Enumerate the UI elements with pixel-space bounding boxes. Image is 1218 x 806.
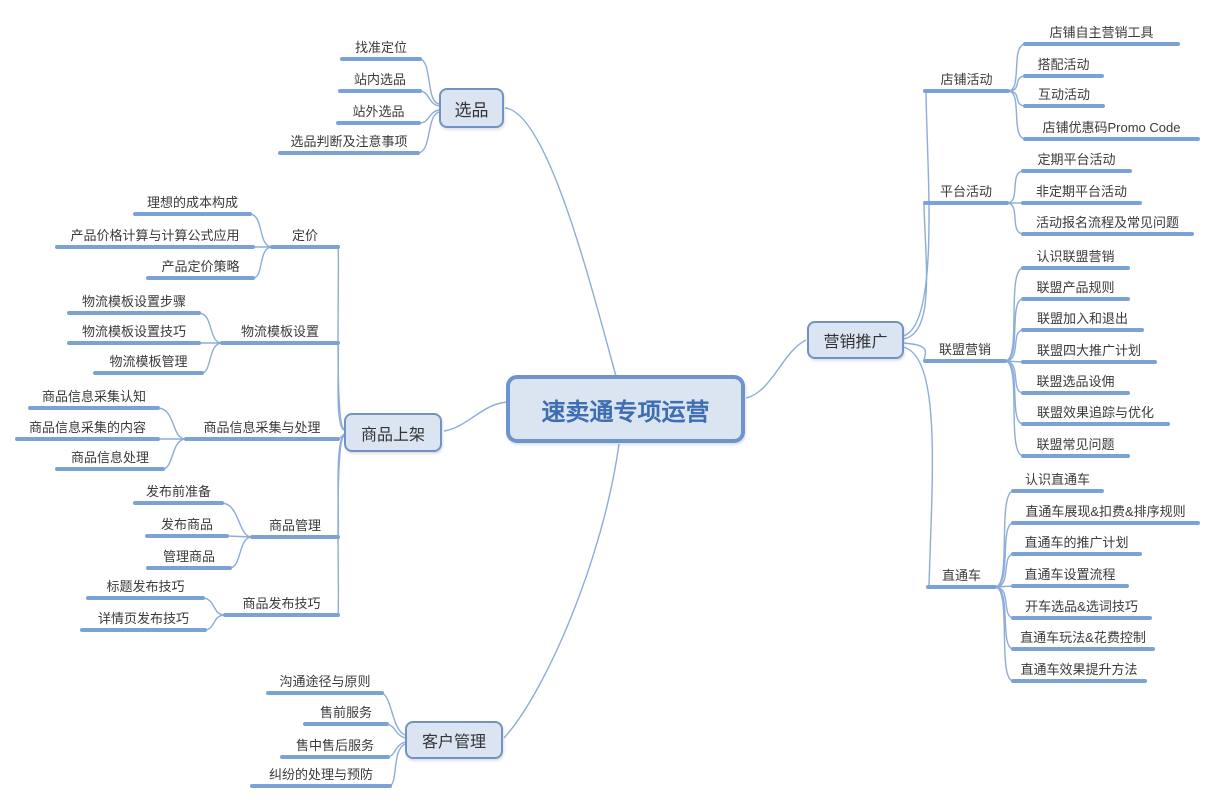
leaf-topic[interactable]: 找准定位 xyxy=(354,40,407,55)
leaf-topic[interactable]: 售中售后服务 xyxy=(295,738,374,753)
subtopic[interactable]: 物流模板设置 xyxy=(240,324,319,339)
leaf-topic[interactable]: 产品价格计算与计算公式应用 xyxy=(70,228,240,243)
leaf-topic[interactable]: 详情页发布技巧 xyxy=(97,611,189,626)
subtopic[interactable]: 商品信息采集与处理 xyxy=(203,420,321,435)
branch-marketing-promotion[interactable]: 营销推广 xyxy=(807,321,904,359)
leaf-topic[interactable]: 联盟加入和退出 xyxy=(1036,311,1128,326)
subtopic[interactable]: 平台活动 xyxy=(939,184,992,199)
branch-product-selection[interactable]: 选品 xyxy=(439,88,504,128)
branch-product-listing[interactable]: 商品上架 xyxy=(344,413,442,452)
leaf-topic[interactable]: 售前服务 xyxy=(319,705,372,720)
leaf-topic[interactable]: 联盟产品规则 xyxy=(1036,280,1115,295)
subtopic[interactable]: 联盟营销 xyxy=(938,342,991,357)
leaf-topic[interactable]: 店铺优惠码Promo Code xyxy=(1042,120,1181,135)
subtopic[interactable]: 商品管理 xyxy=(268,518,321,533)
leaf-topic[interactable]: 选品判断及注意事项 xyxy=(290,134,408,149)
leaf-topic[interactable]: 站外选品 xyxy=(352,104,405,119)
leaf-topic[interactable]: 管理商品 xyxy=(162,549,215,564)
leaf-topic[interactable]: 产品定价策略 xyxy=(161,259,240,274)
leaf-topic[interactable]: 认识联盟营销 xyxy=(1036,249,1115,264)
leaf-topic[interactable]: 认识直通车 xyxy=(1024,472,1090,487)
leaf-topic[interactable]: 发布前准备 xyxy=(145,484,211,499)
leaf-topic[interactable]: 直通车展现&扣费&排序规则 xyxy=(1025,504,1186,519)
leaf-topic[interactable]: 定期平台活动 xyxy=(1037,152,1116,167)
leaf-topic[interactable]: 站内选品 xyxy=(353,72,406,87)
root-topic[interactable]: 速卖通专项运营 xyxy=(506,375,745,443)
leaf-topic[interactable]: 物流模板设置技巧 xyxy=(81,324,186,339)
subtopic[interactable]: 商品发布技巧 xyxy=(242,596,321,611)
leaf-topic[interactable]: 直通车效果提升方法 xyxy=(1020,662,1138,677)
leaf-topic[interactable]: 纠纷的处理与预防 xyxy=(268,767,373,782)
subtopic[interactable]: 直通车 xyxy=(941,568,981,583)
leaf-topic[interactable]: 店铺自主营销工具 xyxy=(1049,25,1154,40)
leaf-topic[interactable]: 搭配活动 xyxy=(1037,57,1090,72)
leaf-topic[interactable]: 商品信息采集的内容 xyxy=(28,420,146,435)
leaf-topic[interactable]: 理想的成本构成 xyxy=(146,195,238,210)
leaf-topic[interactable]: 联盟效果追踪与优化 xyxy=(1036,405,1154,420)
leaf-topic[interactable]: 标题发布技巧 xyxy=(106,579,185,594)
subtopic[interactable]: 定价 xyxy=(291,228,318,243)
leaf-topic[interactable]: 活动报名流程及常见问题 xyxy=(1035,215,1179,230)
leaf-topic[interactable]: 联盟常见问题 xyxy=(1036,437,1115,452)
leaf-topic[interactable]: 沟通途径与原则 xyxy=(279,674,371,689)
leaf-topic[interactable]: 商品信息采集认知 xyxy=(41,389,146,404)
leaf-topic[interactable]: 非定期平台活动 xyxy=(1035,184,1127,199)
leaf-topic[interactable]: 商品信息处理 xyxy=(70,450,149,465)
leaf-topic[interactable]: 互动活动 xyxy=(1037,87,1090,102)
leaf-topic[interactable]: 开车选品&选词技巧 xyxy=(1025,599,1138,614)
leaf-topic[interactable]: 发布商品 xyxy=(160,517,213,532)
branch-customer-management[interactable]: 客户管理 xyxy=(405,721,503,759)
leaf-topic[interactable]: 物流模板管理 xyxy=(109,354,188,369)
subtopic[interactable]: 店铺活动 xyxy=(940,72,993,87)
leaf-topic[interactable]: 直通车的推广计划 xyxy=(1024,535,1129,550)
leaf-topic[interactable]: 物流模板设置步骤 xyxy=(81,294,186,309)
leaf-topic[interactable]: 联盟四大推广计划 xyxy=(1036,343,1141,358)
leaf-topic[interactable]: 直通车设置流程 xyxy=(1024,567,1116,582)
leaf-topic[interactable]: 直通车玩法&花费控制 xyxy=(1020,630,1146,645)
leaf-topic[interactable]: 联盟选品设佣 xyxy=(1036,374,1115,389)
